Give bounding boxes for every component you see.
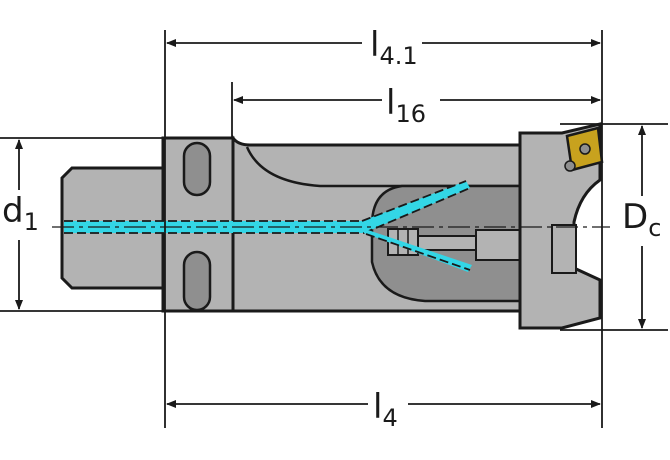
coolant-branch-upper: [362, 181, 470, 233]
label-l41: l4.1: [370, 25, 418, 70]
coolant-channels: [64, 180, 472, 272]
label-dc: Dc: [622, 197, 661, 242]
head-slide: [551, 224, 577, 274]
head-pin: [564, 160, 576, 172]
drive-slot-lower: [182, 250, 212, 312]
label-d1: d1: [2, 191, 39, 236]
insert-screw: [579, 143, 591, 155]
label-l16: l16: [386, 83, 426, 128]
body-contour: [245, 146, 520, 188]
label-l4: l4: [373, 387, 398, 432]
drive-slot-upper: [182, 141, 212, 197]
